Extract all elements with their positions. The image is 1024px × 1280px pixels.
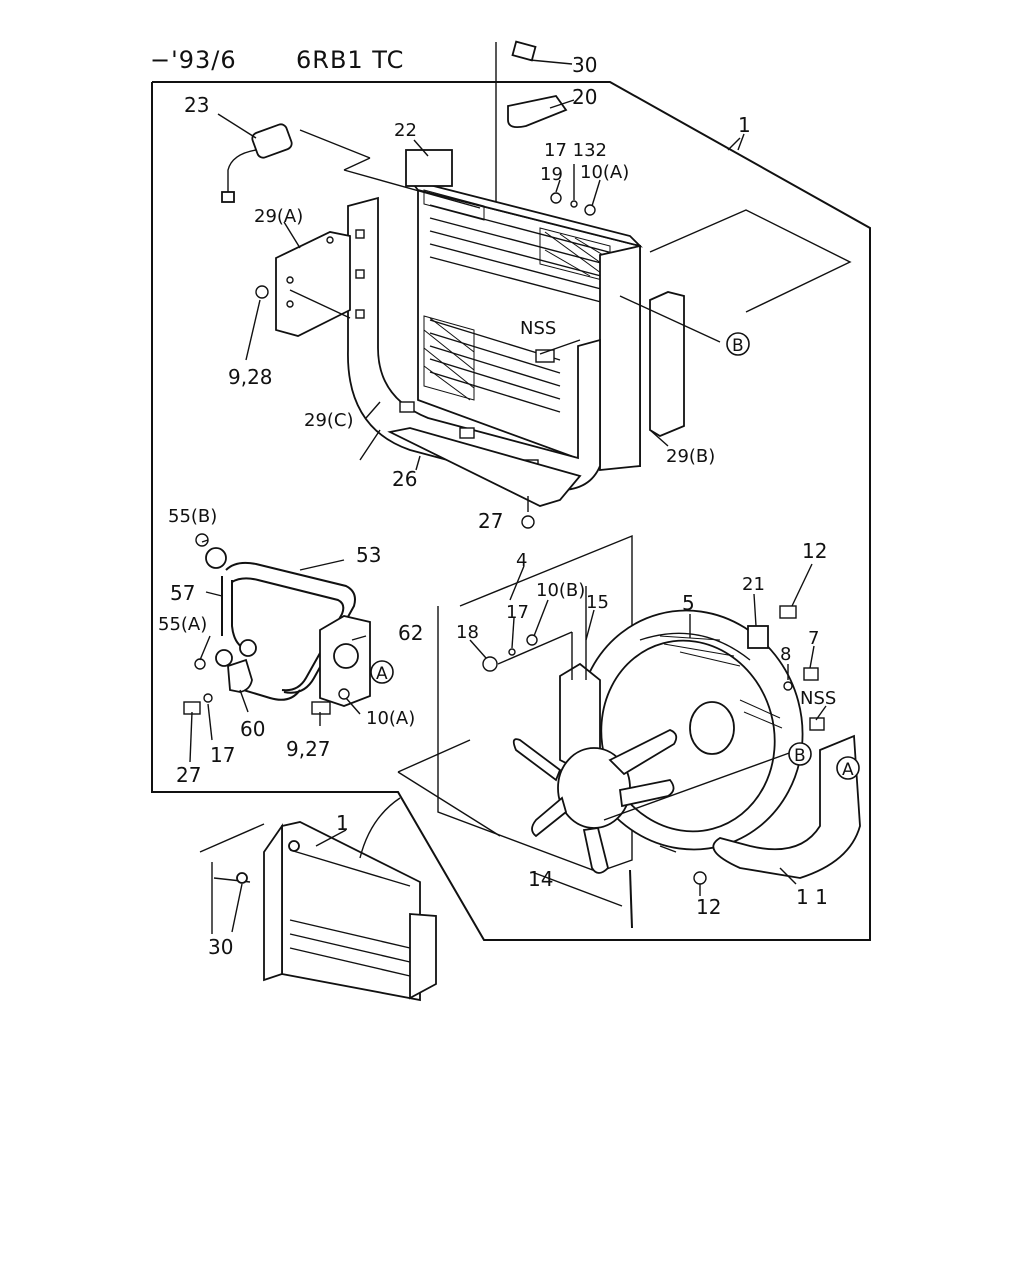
callout-12-top: 12 (802, 539, 827, 563)
ref-mark-b-top: B (726, 332, 750, 356)
bracket-20 (507, 94, 568, 129)
inset-radiator-view (199, 797, 437, 1002)
callout-30-inset: 30 (208, 935, 233, 959)
callout-9-27: 9,27 (286, 737, 331, 761)
bottom-plate (387, 427, 582, 507)
bolt-30 (511, 40, 537, 62)
callout-1: 1 (738, 113, 751, 137)
callout-27-top: 27 (478, 509, 503, 533)
callout-1-inset: 1 (336, 811, 349, 835)
callout-14: 14 (528, 867, 553, 891)
callout-26: 26 (392, 467, 417, 491)
svg-text:B: B (732, 336, 744, 356)
thermo-sensor (221, 123, 293, 203)
callout-23: 23 (184, 93, 209, 117)
support-bracket-11 (712, 734, 861, 879)
callout-10b: 10(B) (536, 580, 585, 601)
svg-text:A: A (376, 664, 388, 684)
callout-9-28: 9,28 (228, 365, 273, 389)
callout-12-bottom: 12 (696, 895, 721, 919)
callout-29b: 29(B) (666, 446, 715, 467)
bracket-29b (649, 291, 685, 438)
bracket-29a (275, 231, 351, 337)
pipe-assembly (205, 547, 356, 701)
callout-29a: 29(A) (254, 206, 303, 227)
callout-21: 21 (742, 574, 765, 595)
ref-mark-b-right: B (788, 742, 812, 766)
cooling-fan (512, 729, 678, 929)
callout-17-mid: 17 (506, 602, 529, 623)
model-code: 6RB1 TC (296, 46, 405, 74)
ref-mark-a-right: A (836, 756, 860, 780)
fan-group-boundary (437, 534, 633, 873)
callout-60: 60 (240, 717, 265, 741)
callout-20: 20 (572, 85, 597, 109)
callout-62: 62 (398, 621, 423, 645)
callout-22: 22 (394, 120, 417, 141)
date-code: −'93/6 (150, 46, 237, 74)
callout-57: 57 (170, 581, 195, 605)
callout-19: 19 (540, 164, 563, 185)
svg-text:B: B (794, 746, 806, 766)
callout-55b: 55(B) (168, 506, 217, 527)
callout-18: 18 (456, 622, 479, 643)
callout-10a-top: 10(A) (580, 162, 629, 183)
callout-15: 15 (586, 592, 609, 613)
assembly-boundary (151, 81, 871, 941)
callout-17-left: 17 (210, 743, 235, 767)
callout-4: 4 (516, 550, 527, 571)
callout-nss-right: NSS (800, 688, 836, 709)
callout-5: 5 (682, 591, 695, 615)
callout-8: 8 (780, 644, 791, 665)
callout-11: 1 1 (796, 885, 828, 909)
clip-21 (747, 625, 769, 649)
callout-nss-top: NSS (520, 318, 556, 339)
callout-53: 53 (356, 543, 381, 567)
callout-55a: 55(A) (158, 614, 207, 635)
ref-mark-a-left: A (370, 660, 394, 684)
callout-30: 30 (572, 53, 597, 77)
callout-17-132: 17 132 (544, 140, 607, 161)
svg-text:A: A (842, 760, 854, 780)
callout-10a-mid: 10(A) (366, 708, 415, 729)
callout-27-left: 27 (176, 763, 201, 787)
callout-7: 7 (808, 628, 819, 649)
callout-29c: 29(C) (304, 410, 354, 431)
